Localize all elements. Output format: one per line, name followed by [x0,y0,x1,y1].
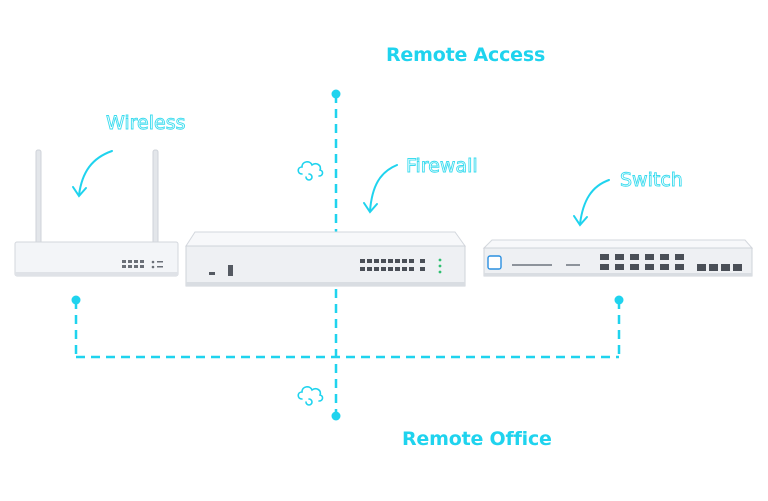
cloud-sync-icon [297,386,324,406]
curved-arrow-icon [573,179,610,227]
switch-label: Switch [620,169,684,192]
remote-access-title: Remote Access [386,44,546,66]
cloud-sync-icon [297,161,324,181]
curved-arrow-icon [363,164,398,214]
endpoint-dot-left [71,295,81,305]
connector-lines [74,94,621,416]
endpoint-dot-bottom [331,411,341,421]
connector-endpoints [71,89,624,421]
curved-arrow-icon [72,150,113,198]
switch-device [482,239,754,277]
remote-office-title: Remote Office [402,428,552,450]
endpoint-dot-top [331,89,341,99]
endpoint-dot-right [614,295,624,305]
wireless-router-device [14,149,179,277]
firewall-appliance-device [185,231,466,287]
firewall-label: Firewall [406,155,479,178]
wireless-label: Wireless [106,112,186,135]
